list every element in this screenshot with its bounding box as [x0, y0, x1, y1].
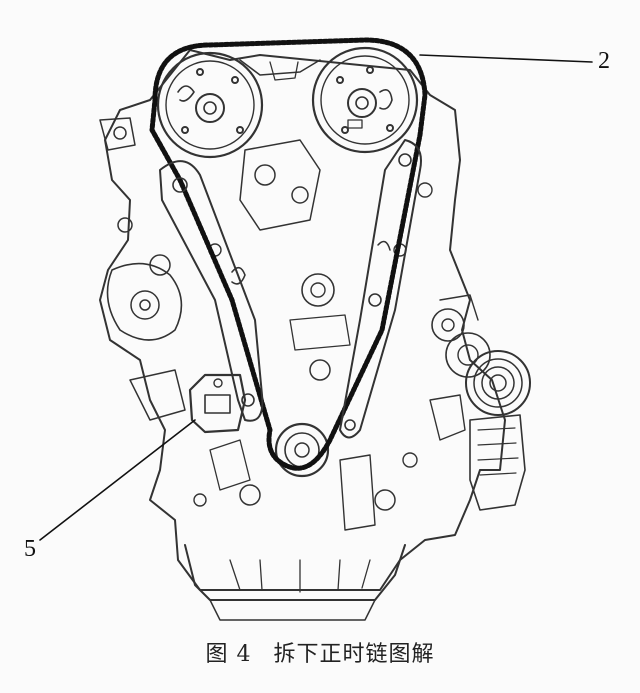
- figure-caption: 图 4 拆下正时链图解: [0, 636, 640, 668]
- chain-tensioner-guide: [159, 160, 264, 422]
- figure-number: 图 4: [205, 642, 252, 667]
- chain-tensioner: [188, 373, 247, 434]
- fixed-chain-guide: [339, 139, 422, 439]
- engine-block: [99, 49, 531, 621]
- exhaust-camshaft-sprocket: [311, 46, 419, 154]
- timing-chain: [149, 37, 428, 471]
- callout-label-5: 5: [24, 536, 36, 562]
- intake-camshaft-sprocket: [156, 51, 264, 159]
- callout-label-2: 2: [598, 48, 610, 74]
- figure-title: 拆下正时链图解: [273, 642, 435, 667]
- leader-line-2: [419, 54, 593, 63]
- leader-line-5: [39, 419, 196, 541]
